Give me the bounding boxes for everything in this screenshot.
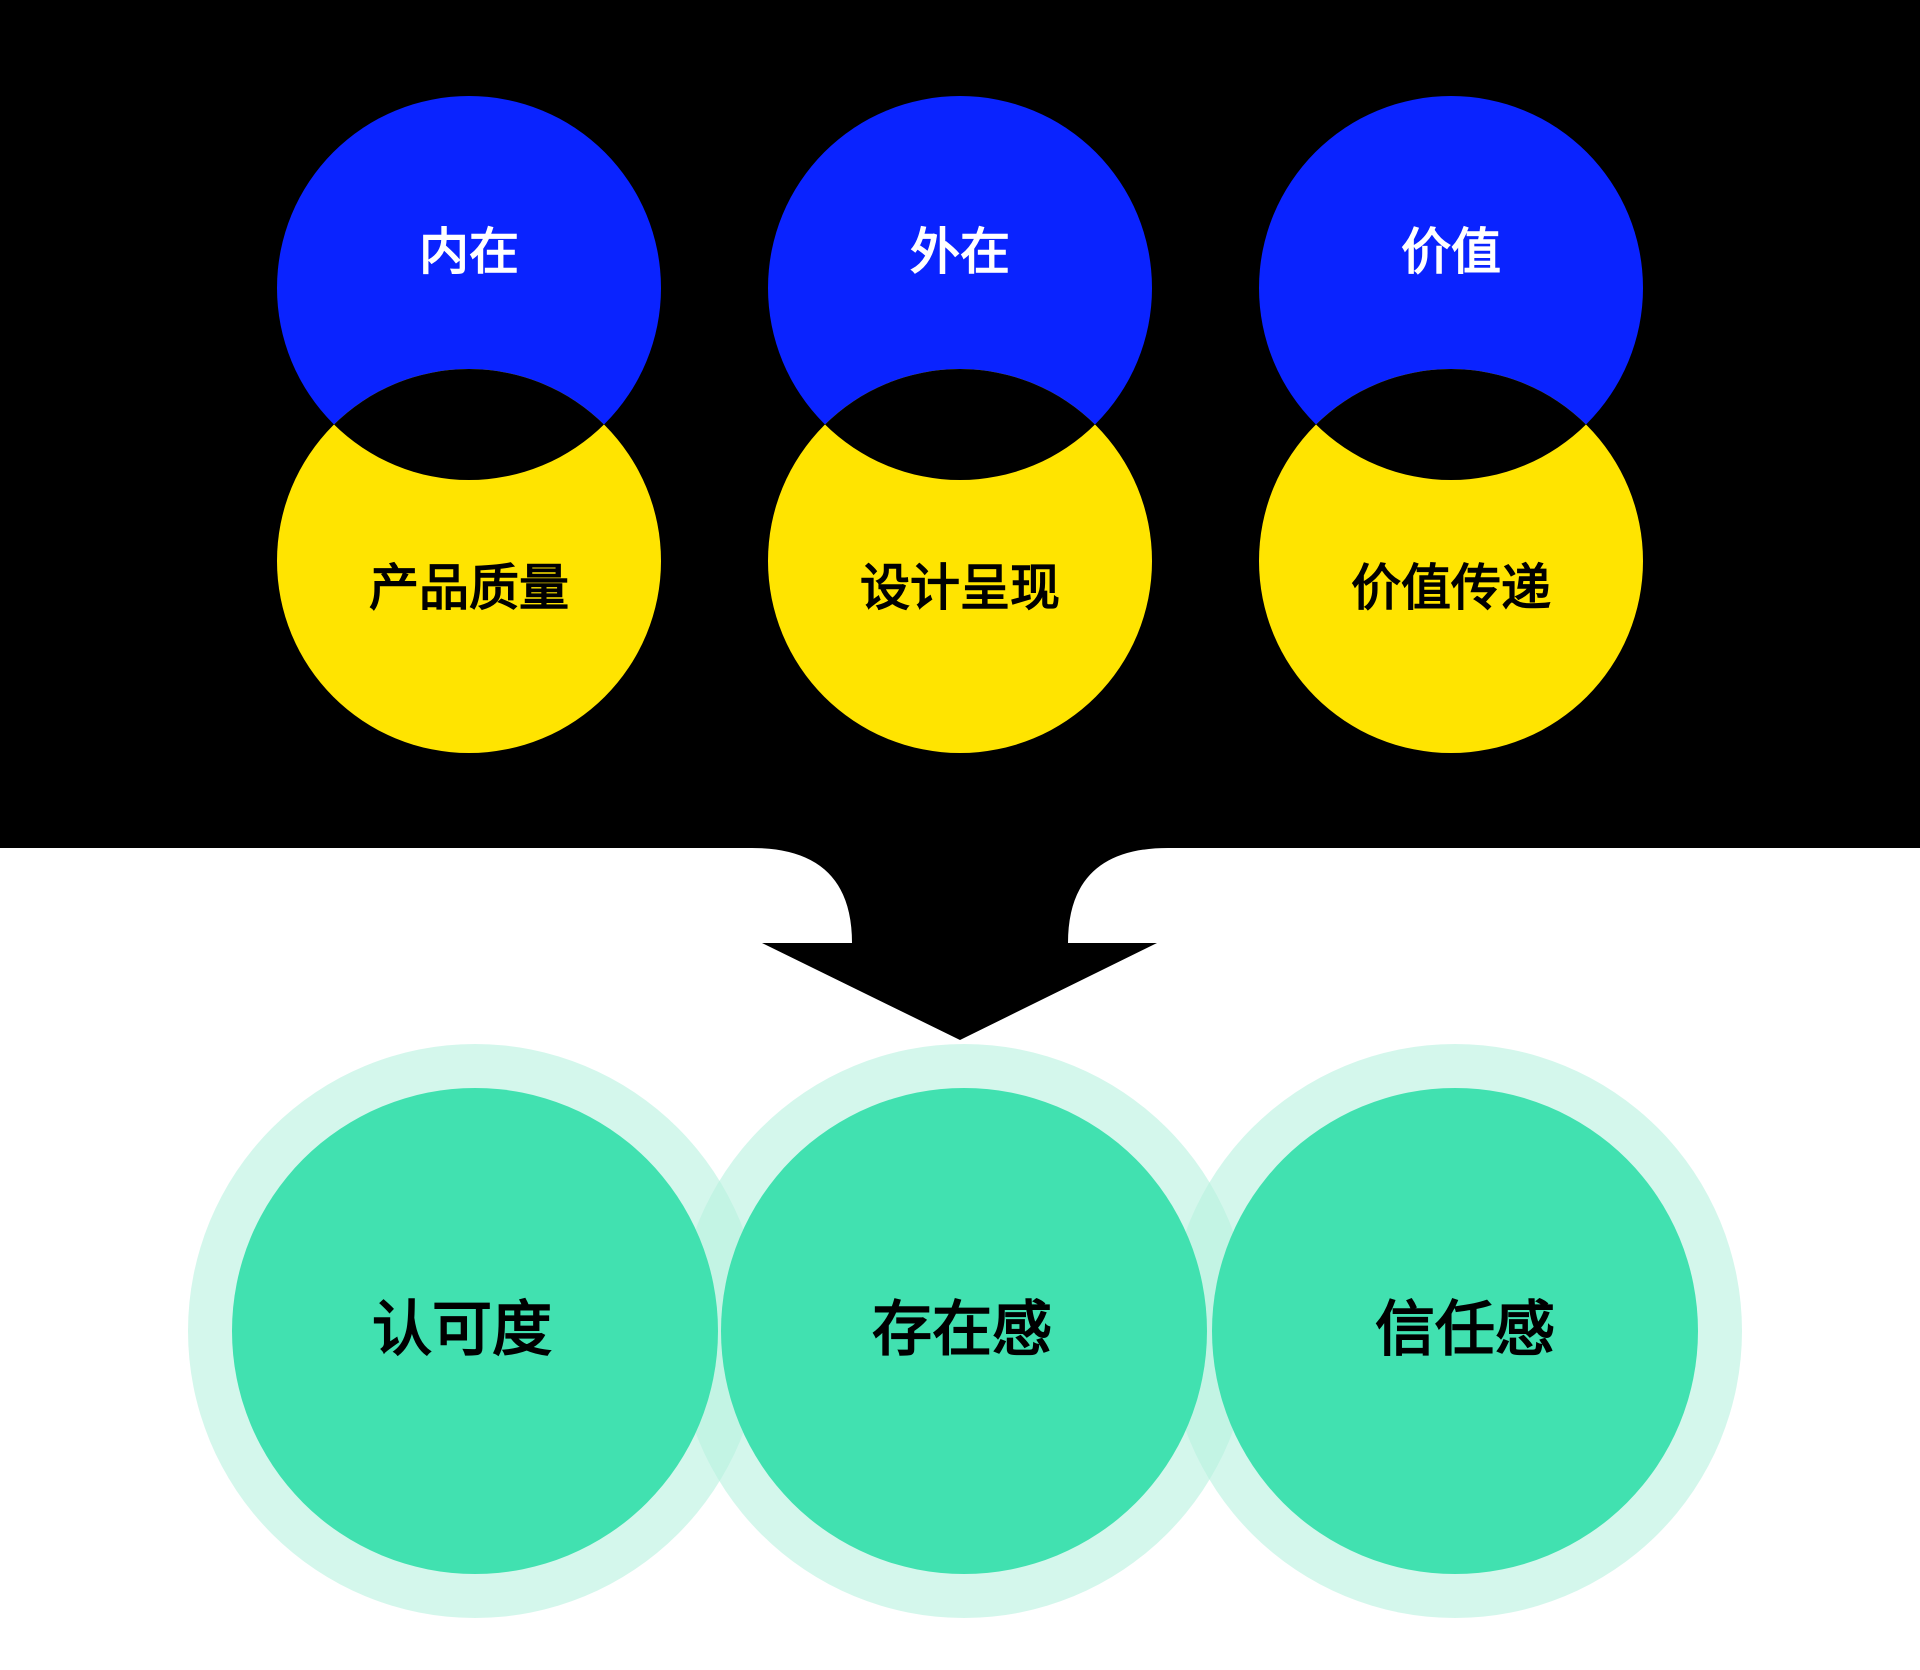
green-circle	[232, 1088, 718, 1574]
pair-3: 价值 价值传递	[1259, 96, 1643, 753]
blue-circle	[277, 96, 661, 480]
result-2: 存在感	[721, 1088, 1207, 1574]
pair-1: 内在 产品质量	[277, 96, 661, 753]
result-3: 信任感	[1212, 1088, 1698, 1574]
upper-label: 内在	[419, 223, 519, 281]
yellow-circle	[1259, 369, 1643, 753]
lower-label: 价值传递	[1351, 559, 1551, 617]
result-label: 信任感	[1375, 1295, 1555, 1365]
yellow-circle	[277, 369, 661, 753]
blue-circle	[1259, 96, 1643, 480]
result-label: 存在感	[872, 1295, 1052, 1365]
result-1: 认可度	[232, 1088, 718, 1574]
lower-label: 产品质量	[369, 559, 569, 617]
blue-circle	[768, 96, 1152, 480]
yellow-circle	[768, 369, 1152, 753]
green-circle	[1212, 1088, 1698, 1574]
green-circle	[721, 1088, 1207, 1574]
lower-label: 设计呈现	[860, 559, 1060, 617]
upper-label: 外在	[910, 223, 1010, 281]
pair-2: 外在 设计呈现	[768, 96, 1152, 753]
result-label: 认可度	[372, 1295, 552, 1365]
upper-label: 价值	[1401, 223, 1501, 281]
